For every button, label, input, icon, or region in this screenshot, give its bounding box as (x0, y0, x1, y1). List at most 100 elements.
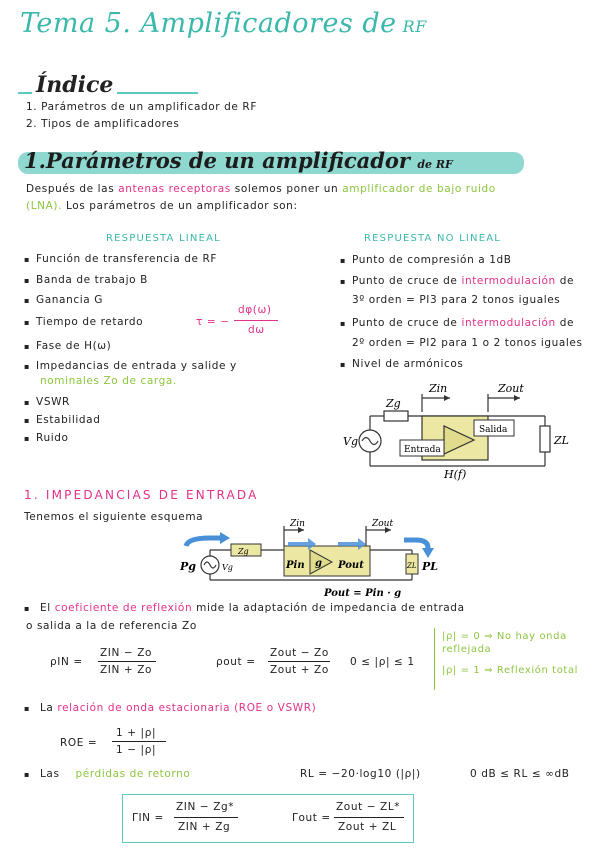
coef-line-1: El coeficiente de reflexión mide la adap… (24, 602, 465, 614)
gamma-in-den: ZIN + Zg (178, 821, 231, 833)
section1-highlight (18, 152, 524, 174)
intro-antenas: antenas receptoras (118, 183, 231, 195)
diagram1-zg: Zg (385, 397, 401, 410)
diagram2-vg: Vg (222, 563, 233, 572)
linear-item: VSWR (24, 396, 70, 408)
amplifier-diagram: Zin Zout Zg Vg Entrada Salida ZL H(f) (343, 382, 569, 481)
impedancias-intro: Tenemos el siguiente esquema (24, 511, 204, 523)
gamma-formula-box (122, 794, 414, 843)
diagram2-zg: Zg (237, 547, 249, 556)
intro-text-a: Después de las (26, 183, 115, 195)
coef-line-2: o salida a la de referencia Zo (26, 620, 197, 632)
rho-in-bar (98, 661, 156, 662)
tau-denominator: dω (248, 324, 265, 336)
roe-pink: relación de onda estacionaria (ROE o VSW… (57, 702, 317, 714)
diagram2-equation: Pout = Pin · g (323, 588, 401, 599)
section1-heading-text: 1.Parámetros de un amplificador (24, 148, 410, 173)
nonlinear-pink: intermodulación (461, 275, 556, 287)
indice-item-2: 2. Tipos de amplificadores (26, 118, 180, 130)
diagram2-zin: Zin (289, 519, 305, 529)
diagram2-zout: Zout (371, 519, 393, 529)
losses-formula: RL = −20·log10 (|ρ|) (300, 768, 421, 780)
rho-range: 0 ≤ |ρ| ≤ 1 (350, 656, 415, 668)
intro-amplificador: amplificador de bajo ruido (342, 183, 496, 195)
rho-in-den: ZIN + Zo (100, 664, 153, 676)
tau-numerator: dφ(ω) (238, 304, 272, 316)
nonlinear-item-cont: 2º orden = PI2 para 1 o 2 tonos iguales (352, 337, 583, 349)
tau-fraction-bar (234, 320, 278, 321)
diagram2-pg: Pg (179, 560, 196, 573)
coef-text-b: mide la adaptación de impedancia de entr… (196, 602, 465, 614)
diagram2-pin: Pin (285, 560, 305, 571)
nonlinear-text: Punto de compresión a 1dB (352, 254, 512, 266)
linear-item: Tiempo de retardo (24, 316, 143, 328)
nonlinear-heading: RESPUESTA NO LINEAL (364, 233, 502, 244)
diagram2-g: g (315, 558, 322, 569)
nonlinear-text-b: de (559, 275, 575, 287)
losses-green: pérdidas de retorno (75, 768, 191, 780)
salida-box (473, 419, 515, 437)
diagram1-hf: H(f) (443, 468, 466, 481)
rho-in-label: ρIN = (50, 656, 83, 668)
rho-out-num: Zout − Zo (270, 647, 329, 659)
nonlinear-item-cont: 3º orden = PI3 para 2 tonos iguales (352, 294, 561, 306)
diagram1-zin: Zin (428, 382, 447, 395)
linear-item: Estabilidad (24, 414, 100, 426)
title-rf: RF (402, 17, 427, 36)
gamma-in-num: ZIN − Zg* (176, 801, 235, 813)
linear-nominales: nominales Zo de carga. (40, 375, 177, 387)
nonlinear-item: Punto de compresión a 1dB (340, 254, 512, 266)
case-no-reflexion: |ρ| = 0 ⇒ No hay onda reflejada (442, 631, 567, 655)
section1-heading: 1.Parámetros de un amplificador de RF (24, 148, 453, 173)
roe-bar (112, 741, 166, 742)
linear-item: Fase de H(ω) (24, 340, 111, 352)
linear-heading: RESPUESTA LINEAL (106, 233, 221, 244)
intro-text-c: Los parámetros de un amplificador son: (65, 200, 298, 212)
entrada-box (399, 439, 445, 457)
gamma-out-num: Zout − ZL* (336, 801, 401, 813)
linear-item: Banda de trabajo B (24, 274, 148, 286)
gamma-out-label: Γout = (292, 812, 331, 824)
linear-item: Impedancias de entrada y salide y (24, 360, 237, 372)
indice-heading: Índice (32, 72, 118, 98)
indice-item-1: 1. Parámetros de un amplificador de RF (26, 101, 257, 113)
intro-line-2: (LNA). Los parámetros de un amplificador… (26, 200, 298, 212)
diagram1-entrada: Entrada (404, 445, 441, 455)
linear-item: Ganancia G (24, 294, 103, 306)
impedancias-heading: 1. IMPEDANCIAS DE ENTRADA (24, 488, 259, 502)
nonlinear-item: Punto de cruce de intermodulación de (340, 317, 574, 329)
power-schematic: Zin Zout Pg Zg Vg Pin g Pout ZL PL Pout … (179, 519, 438, 599)
gamma-in-label: ΓIN = (132, 812, 164, 824)
diagram2-zl: ZL (406, 562, 417, 570)
diagram2-pout: Pout (337, 560, 364, 571)
nonlinear-text-b: de (559, 317, 575, 329)
title-text: Tema 5. Amplificadores de (20, 8, 397, 39)
rho-out-bar (268, 661, 330, 662)
diagram1-salida: Salida (479, 425, 508, 435)
roe-num: 1 + |ρ| (116, 727, 157, 739)
section1-heading-suffix: de RF (417, 158, 453, 171)
diagram1-vg: Vg (343, 435, 358, 448)
linear-item: Función de transferencia de RF (24, 253, 217, 265)
nonlinear-text: Punto de cruce de (352, 317, 458, 329)
roe-text-a: La (39, 702, 54, 714)
nonlinear-item: Nivel de armónicos (340, 358, 463, 370)
losses-range: 0 dB ≤ RL ≤ ∞dB (470, 768, 570, 780)
intro-line-1: Después de las antenas receptoras solemo… (26, 183, 496, 195)
linear-item: Ruido (24, 432, 69, 444)
cases-brace (434, 628, 439, 690)
roe-line: La relación de onda estacionaria (ROE o … (24, 702, 316, 714)
diagram1-zl: ZL (553, 434, 569, 447)
nonlinear-item: Punto de cruce de intermodulación de (340, 275, 574, 287)
tau-label: τ = − (196, 316, 230, 328)
nonlinear-text: Punto de cruce de (352, 275, 458, 287)
page-title: Tema 5. Amplificadores de RF (20, 8, 427, 39)
gamma-out-bar (334, 817, 404, 818)
roe-label: ROE = (60, 737, 98, 749)
gamma-in-bar (174, 817, 238, 818)
diagram2-pl: PL (421, 560, 438, 573)
intro-text-b: solemos poner un (234, 183, 339, 195)
roe-den: 1 − |ρ| (116, 744, 157, 756)
losses-text-a: Las (39, 768, 60, 780)
case-reflexion-total: |ρ| = 1 ⇒ Reflexión total (442, 665, 579, 676)
